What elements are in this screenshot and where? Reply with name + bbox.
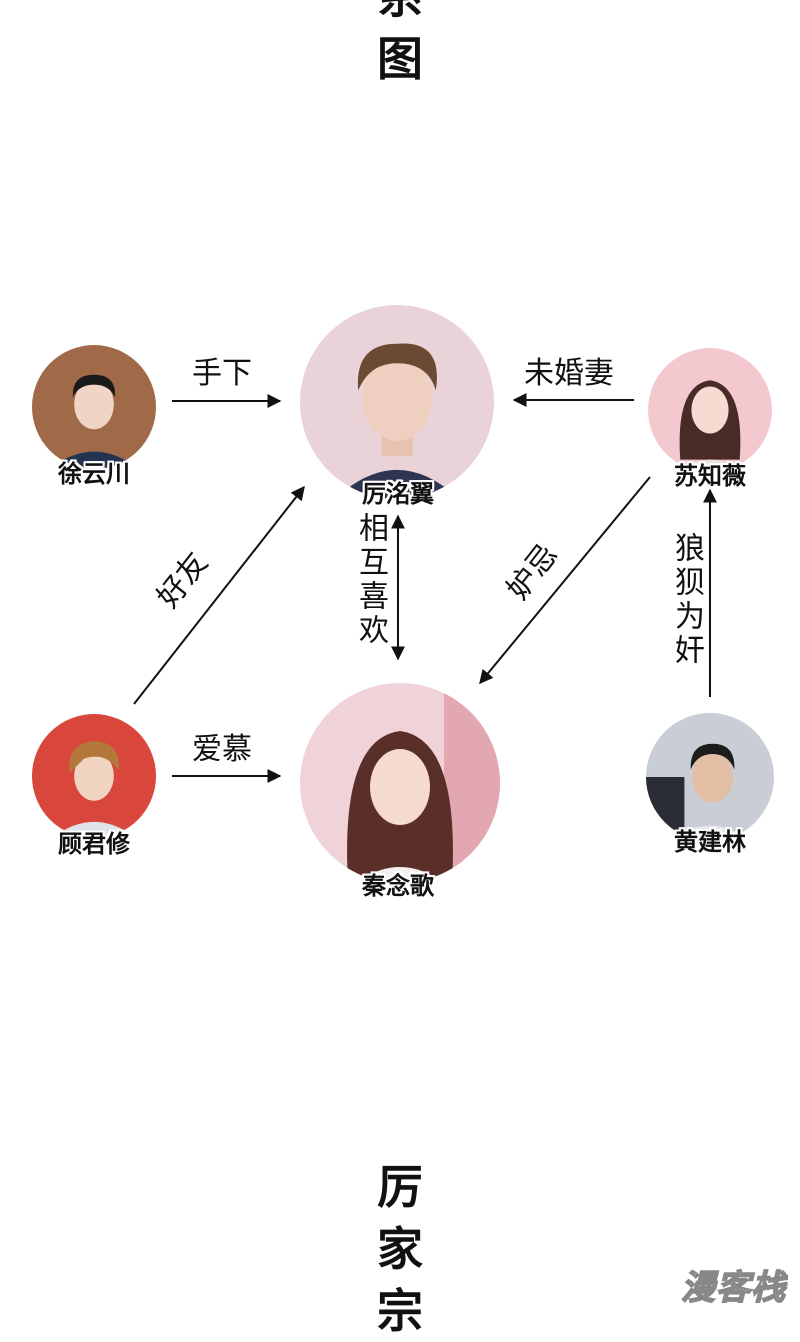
avatar-li-yiyi xyxy=(300,305,494,499)
name-xu-yunchuan: 徐云川 xyxy=(58,459,130,488)
avatar-gu-junxiu xyxy=(32,714,156,838)
bottom-title: 厉 家 宗 xyxy=(0,1156,800,1342)
label-fiancee: 未婚妻 xyxy=(524,356,614,391)
bottom-title-char-1: 厉 xyxy=(377,1160,423,1214)
top-title-char-1: 系 xyxy=(0,0,800,28)
name-gu-junxiu: 顾君修 xyxy=(58,829,130,858)
name-qin-niange: 秦念歌 xyxy=(362,871,434,900)
avatar-su-zhiwei xyxy=(648,348,772,472)
arrow-friend xyxy=(133,485,305,705)
watermark-logo: 漫客栈 xyxy=(680,1267,786,1309)
bottom-title-char-3: 宗 xyxy=(377,1284,423,1338)
top-title-char-2: 图 xyxy=(377,32,423,86)
bottom-title-char-2: 家 xyxy=(377,1222,423,1276)
avatar-xu-yunchuan xyxy=(32,345,156,469)
avatar-huang-jianlin xyxy=(646,713,774,841)
arrow-jealousy xyxy=(479,476,651,685)
label-subordinate: 手下 xyxy=(192,356,252,391)
avatar-qin-niange xyxy=(300,683,500,883)
name-li-yiyi: 厉洺翼 xyxy=(362,479,434,508)
name-su-zhiwei: 苏知薇 xyxy=(674,461,746,490)
top-title: 系 图 xyxy=(0,0,800,90)
label-mutual-love: 相互喜欢 xyxy=(353,512,388,648)
label-admiration: 爱慕 xyxy=(192,732,252,767)
label-collusion: 狼狈为奸 xyxy=(669,532,704,668)
name-huang-jianlin: 黄建林 xyxy=(674,827,746,856)
